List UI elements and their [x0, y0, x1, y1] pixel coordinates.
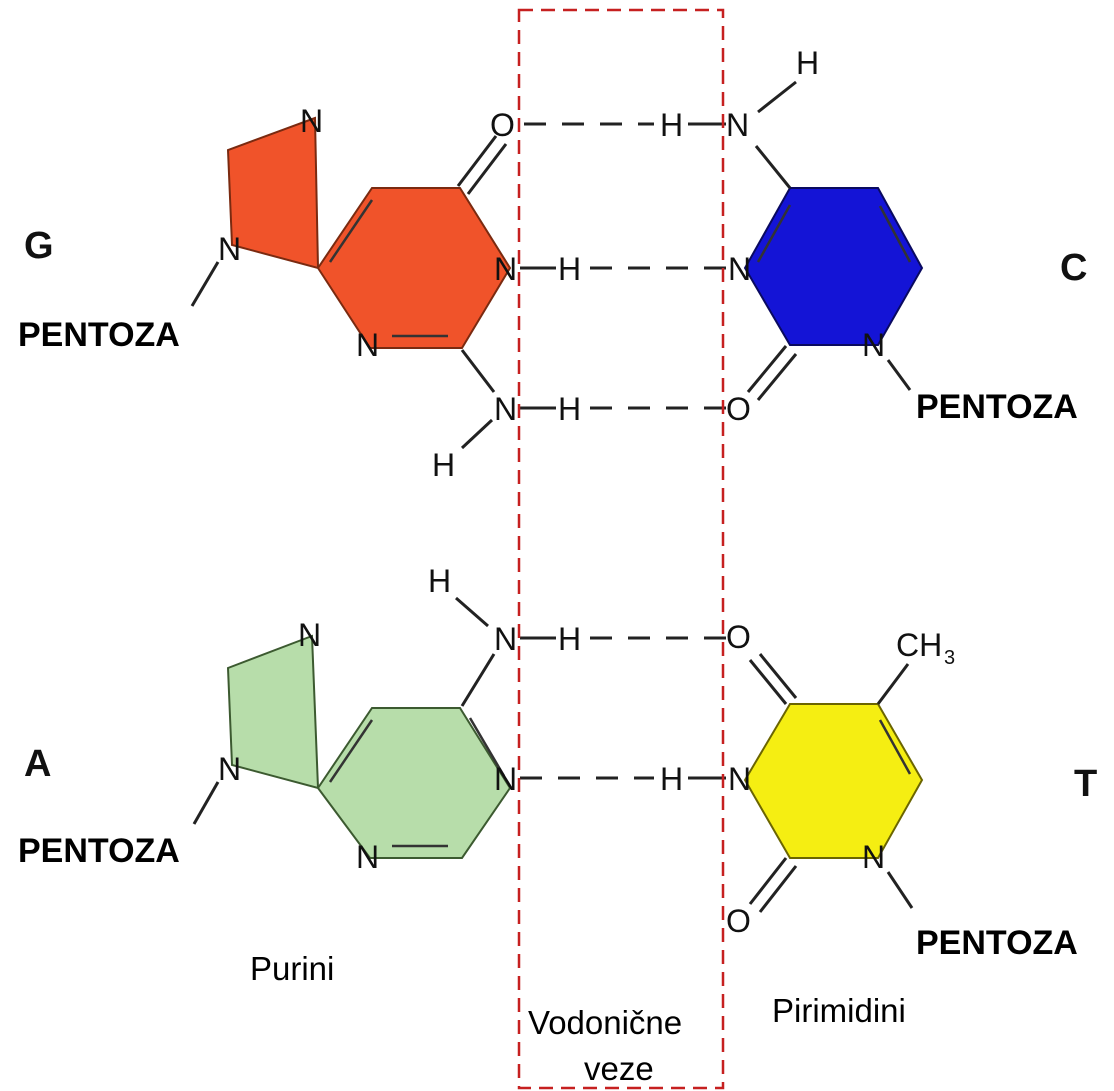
purines-caption: Purini — [250, 950, 334, 987]
hbond-h-at1: H — [558, 621, 581, 657]
adenine-ring-shape — [226, 634, 512, 859]
guanine-n7: N — [300, 103, 323, 139]
pentose-label-t: PENTOZA — [916, 924, 1078, 962]
pentose-label-g: PENTOZA — [18, 316, 180, 354]
thymine-molecule: O CH 3 N N O — [726, 619, 955, 939]
cytosine-molecule: N H N N O — [726, 45, 924, 427]
hydrogen-bonds: H H H H H — [520, 107, 726, 797]
hbond-h-at2: H — [660, 761, 683, 797]
guanine-n1: N — [494, 251, 517, 287]
pentose-label-c: PENTOZA — [916, 388, 1078, 426]
thymine-n3: N — [728, 761, 751, 797]
thymine-o4: O — [726, 619, 751, 655]
hbonds-caption-line2: veze — [584, 1050, 654, 1087]
adenine-amino-n: N — [494, 621, 517, 657]
thymine-methyl: CH — [896, 627, 942, 663]
adenine-n7: N — [298, 617, 321, 653]
cytosine-amino-h: H — [796, 45, 819, 81]
guanine-amino-n: N — [494, 391, 517, 427]
guanine-n9: N — [218, 231, 241, 267]
thymine-methyl-subscript: 3 — [944, 647, 955, 669]
cytosine-ring-shape — [743, 187, 924, 346]
guanine-o6: O — [490, 107, 515, 143]
guanine-n3: N — [356, 327, 379, 363]
thymine-n1: N — [862, 839, 885, 875]
thymine-o2: O — [726, 903, 751, 939]
hbond-h-gc1: H — [660, 107, 683, 143]
adenine-n1: N — [494, 761, 517, 797]
hydrogen-bond-region-box — [517, 8, 725, 1090]
adenine-n3: N — [356, 839, 379, 875]
base-label-a: A — [24, 743, 51, 785]
pyrimidines-caption: Pirimidini — [772, 992, 906, 1029]
hbonds-caption-line1: Vodonične — [528, 1004, 682, 1041]
guanine-amino-h: H — [432, 447, 455, 483]
base-label-g: G — [24, 225, 54, 267]
adenine-amino-h: H — [428, 563, 451, 599]
hbond-h-gc2: H — [558, 251, 581, 287]
guanine-ring-shape — [226, 116, 512, 349]
base-label-c: C — [1060, 247, 1087, 289]
cytosine-n1: N — [862, 327, 885, 363]
thymine-ring-shape — [743, 703, 924, 859]
guanine-molecule: N N N N O N H — [190, 103, 517, 483]
adenine-n9: N — [218, 751, 241, 787]
pentose-label-a: PENTOZA — [18, 832, 180, 870]
hbond-h-gc3: H — [558, 391, 581, 427]
adenine-molecule: N N N N N H — [192, 563, 517, 875]
base-label-t: T — [1074, 763, 1097, 805]
cytosine-amino-n: N — [726, 107, 749, 143]
cytosine-n3: N — [728, 251, 751, 287]
cytosine-o2: O — [726, 391, 751, 427]
